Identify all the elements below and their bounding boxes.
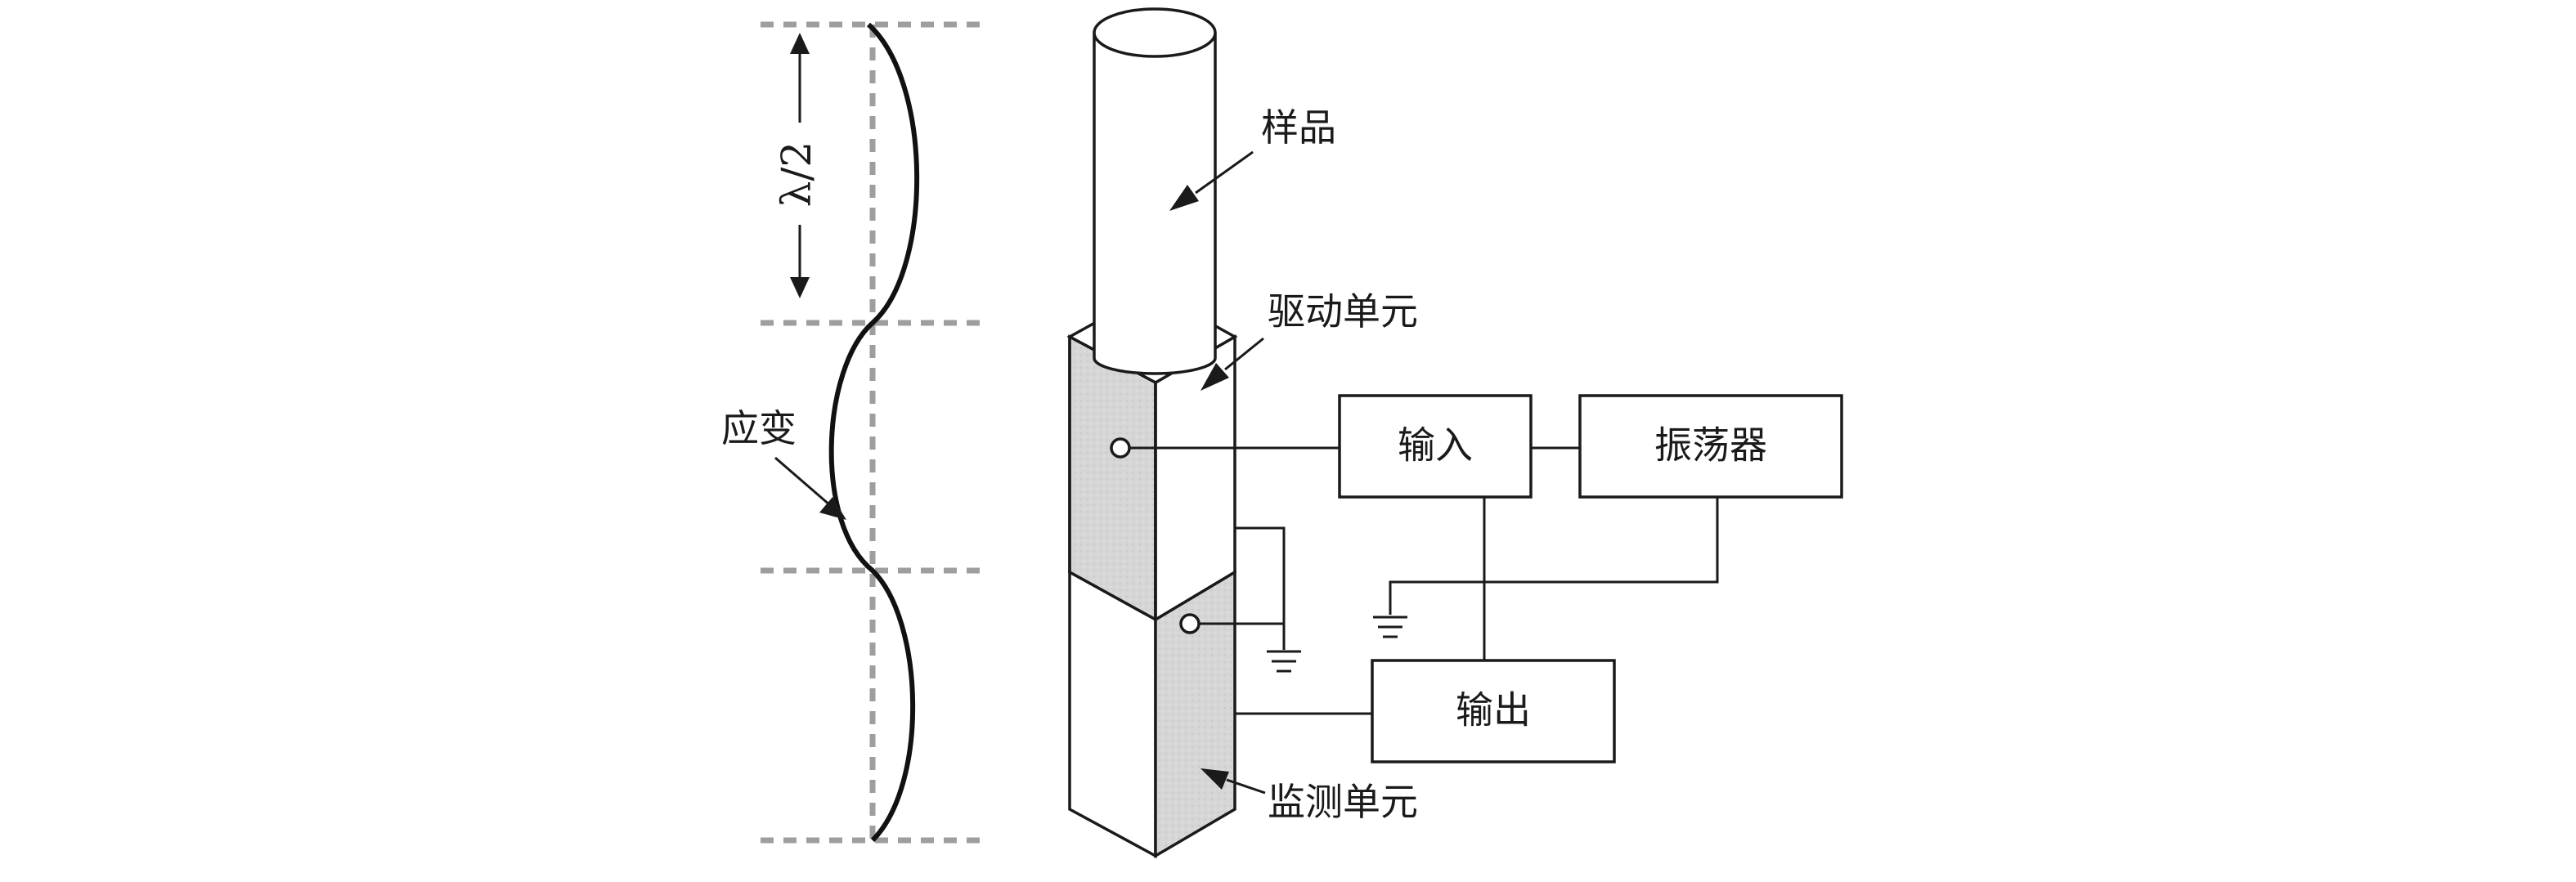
drive-unit-pointer-line (1224, 337, 1264, 371)
monitor-unit-pointer-arrowhead (1200, 768, 1229, 790)
drive-unit-pointer-arrowhead (1200, 363, 1229, 391)
sample-cylinder (1093, 7, 1217, 375)
transducer-column (1066, 7, 1238, 859)
strain-pointer-line (774, 456, 831, 507)
input-box-label: 输入 (1398, 423, 1473, 468)
half-wavelength-label: λ/2 (773, 141, 820, 207)
strain-label: 应变 (721, 406, 797, 450)
sample-pointer-arrowhead (1169, 185, 1199, 211)
strain-wave-group: λ/2 应变 (721, 21, 990, 844)
sample-pointer-line (1195, 150, 1254, 195)
monitor-electrode-terminal (1179, 613, 1200, 634)
ground-symbol-column (1267, 650, 1301, 673)
strain-pointer-arrowhead (819, 497, 846, 520)
sample-label: 样品 (1261, 105, 1336, 150)
oscillator-box: 振荡器 (1578, 394, 1843, 499)
output-box: 输出 (1371, 659, 1616, 763)
drive-unit-label: 驱动单元 (1268, 289, 1418, 334)
strain-wave-curve (828, 22, 920, 843)
ground-symbol-oscillator (1373, 616, 1407, 638)
oscillator-box-label: 振荡器 (1654, 423, 1767, 468)
drive-electrode-terminal (1110, 437, 1131, 459)
output-box-label: 输出 (1456, 688, 1531, 732)
circuit-wiring (1129, 446, 1719, 715)
input-box: 输入 (1338, 394, 1533, 499)
drive-unit-left-shade (1071, 339, 1154, 617)
monitor-unit-label: 监测单元 (1268, 780, 1418, 824)
half-wavelength-arrow (790, 33, 810, 298)
monitor-unit-right-face (1154, 569, 1236, 859)
monitor-unit-left-face (1068, 570, 1157, 858)
monitor-unit-pointer-line (1226, 778, 1266, 795)
